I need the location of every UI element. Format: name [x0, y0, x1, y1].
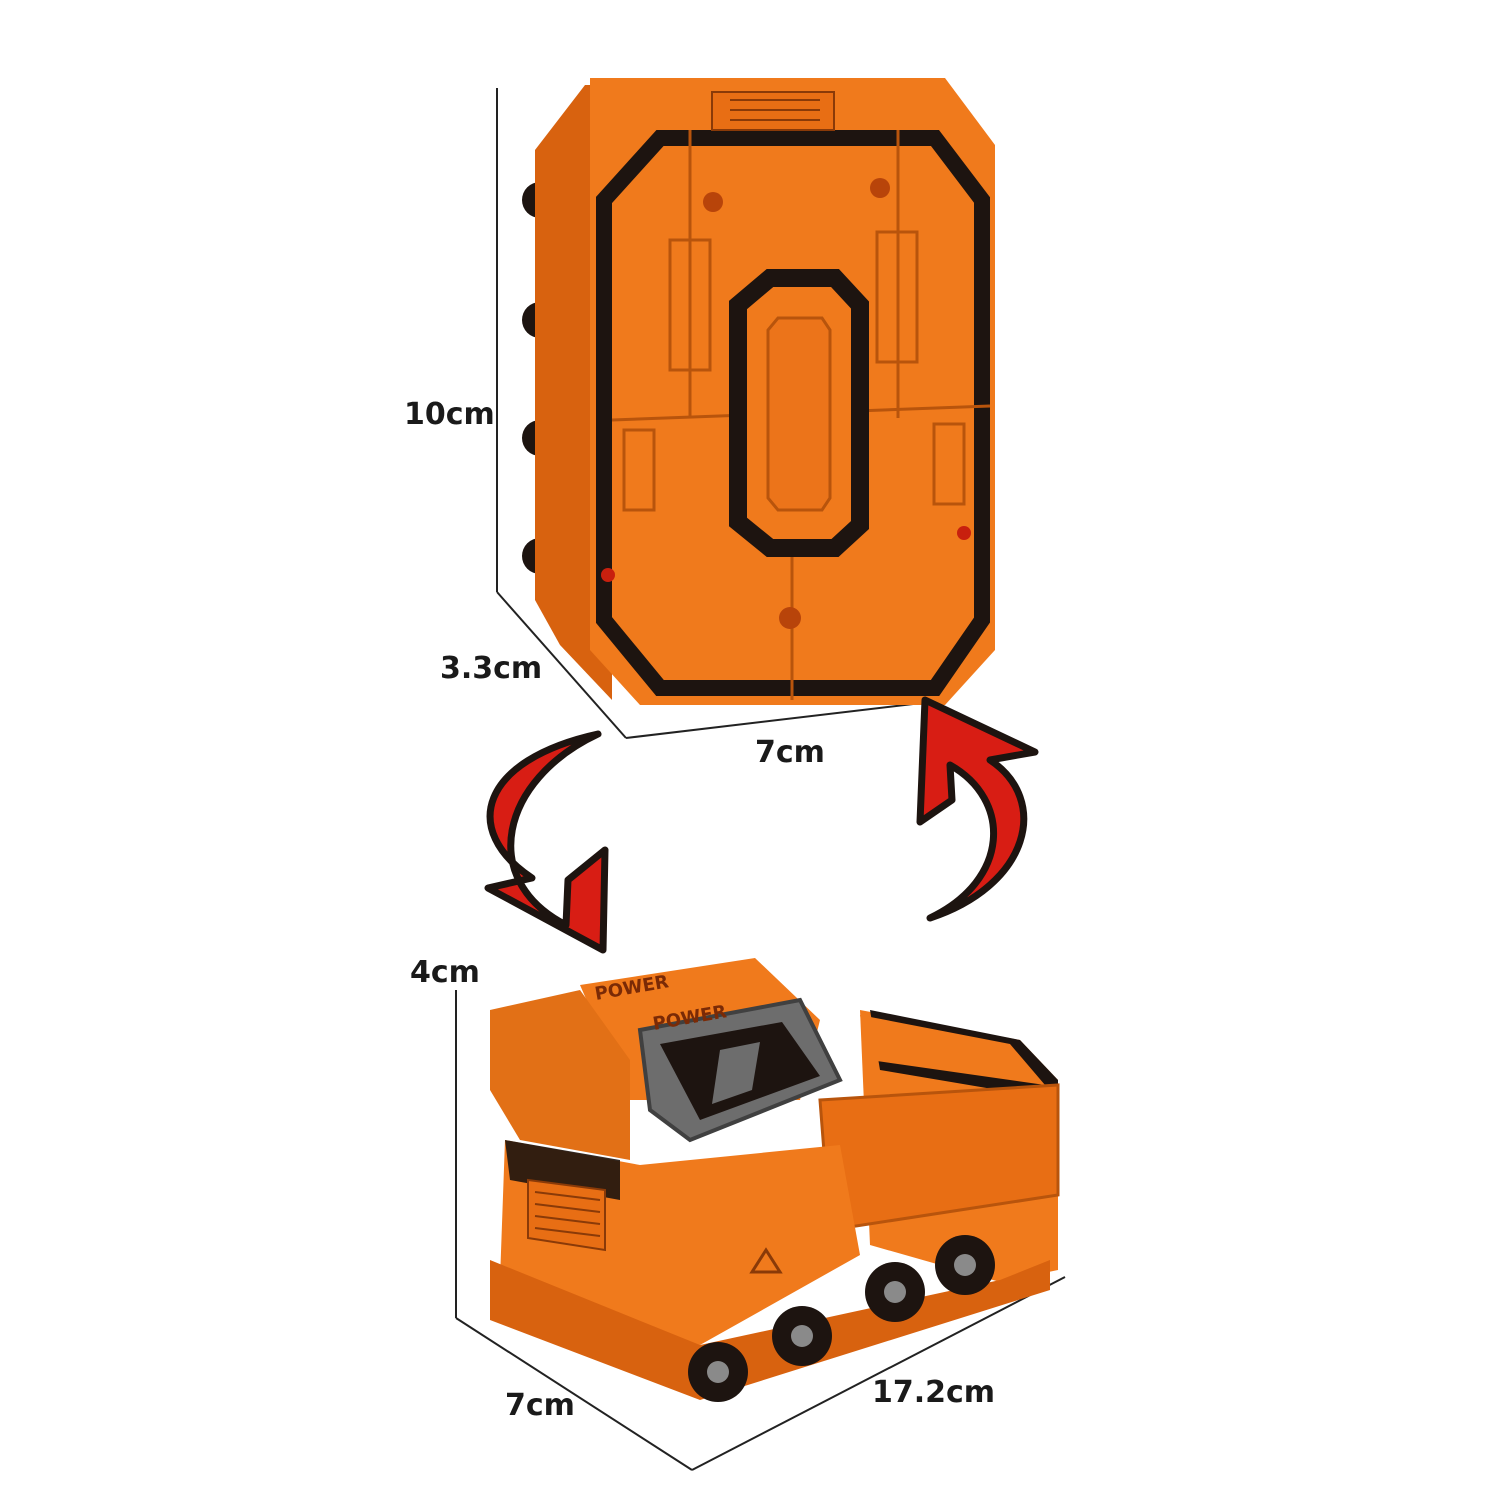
- bottom-dimension-lines: [455, 990, 1066, 1471]
- transform-arrow-up: [916, 696, 1039, 922]
- top-height-label: 10cm: [404, 397, 495, 432]
- top-depth-label: 3.3cm: [440, 651, 542, 686]
- top-dimension-lines: [496, 88, 931, 739]
- front-grille: [527, 1178, 606, 1252]
- transform-arrow-down: [484, 730, 609, 954]
- number-zero-inner: [766, 316, 832, 512]
- bottom-height-label: 4cm: [410, 955, 480, 990]
- bottom-depth-label: 7cm: [505, 1388, 575, 1423]
- outer-frame: [596, 130, 990, 696]
- bottom-length-label: 17.2cm: [872, 1375, 995, 1410]
- top-width-label: 7cm: [755, 735, 825, 770]
- truck-chassis: [490, 1260, 1050, 1400]
- truck-toy: POWER POWER 4cm 7cm 17.2cm: [410, 955, 1066, 1471]
- truck-wheels: [688, 1235, 995, 1402]
- number-zero-toy: 10cm 3.3cm 7cm: [404, 78, 995, 770]
